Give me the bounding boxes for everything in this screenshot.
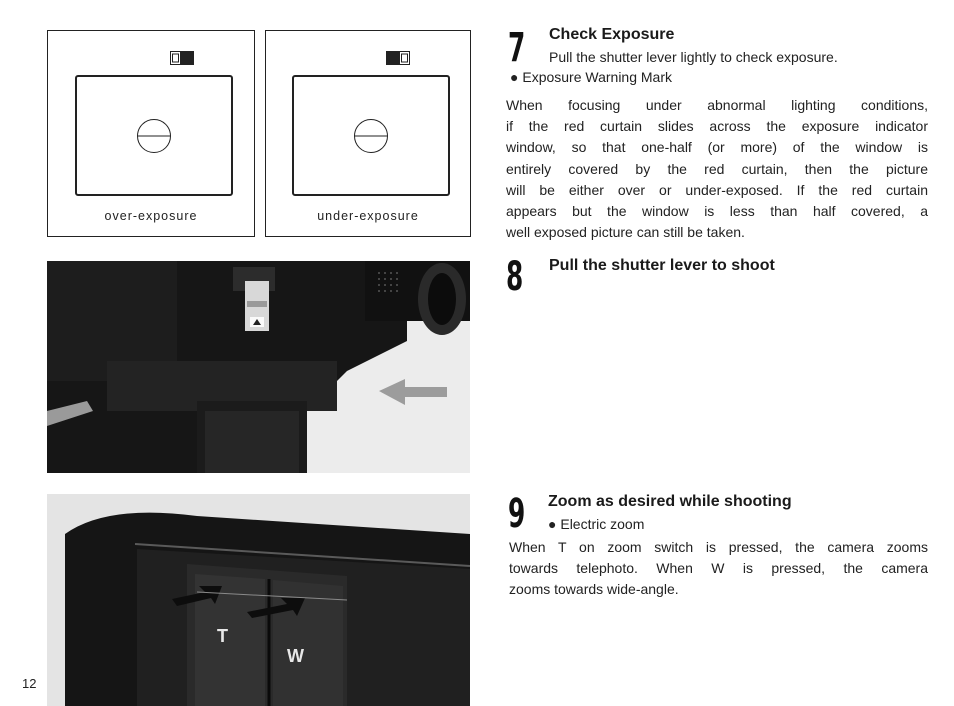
body-line: When T on zoom switch is pressed, the ca… [509,539,928,555]
step-body: When T on zoom switch is pressed, the ca… [509,537,928,601]
body-line: entirely covered by the red curtain, the… [506,160,928,177]
bullet-text: Electric zoom [560,516,645,532]
zoom-switch-w-label: W [287,646,304,666]
bullet-icon: ● [548,516,561,532]
exposure-warning-mark-icon [386,51,410,65]
step-number: 8 [506,254,524,300]
body-line: if the red curtain slides across the exp… [506,118,928,135]
step-heading: Pull the shutter lever to shoot [549,257,775,274]
step-heading: Check Exposure [549,26,675,43]
step-bullet: ● Electric zoom [548,516,644,532]
body-line: appears but the window is less than half… [506,203,928,220]
bullet-text: Exposure Warning Mark [522,69,673,85]
under-exposure-caption: under-exposure [317,209,419,223]
camera-shutter-lever-photo [47,261,470,473]
bullet-icon: ● [510,69,523,85]
exposure-warning-mark-icon [170,51,194,65]
step-number: 7 [508,25,526,71]
under-exposure-diagram: under-exposure [265,30,471,237]
body-line: towards telephoto. When W is pressed, th… [509,560,928,577]
camera-zoom-switch-photo: T W [47,494,470,706]
body-line: window, so that one-half (or more) of th… [506,139,928,156]
body-line: When focusing under abnormal lighting co… [506,97,928,113]
exposure-indicator-icon [137,119,171,153]
step-body: When focusing under abnormal lighting co… [506,95,928,243]
exposure-indicator-icon [354,119,388,153]
step-heading: Zoom as desired while shooting [548,493,792,510]
step-subline: Pull the shutter lever lightly to check … [549,49,838,65]
body-line: will be either over or under-exposed. If… [506,181,928,198]
viewfinder-frame [75,75,233,196]
viewfinder-frame [292,75,450,196]
over-exposure-caption: over-exposure [104,209,198,223]
step-number: 9 [508,491,526,537]
body-line: zooms towards wide-angle. [509,581,679,598]
body-line: well exposed picture can still be taken. [506,224,745,241]
zoom-switch-t-label: T [217,626,228,646]
page-number: 12 [22,676,37,691]
step-bullet: ● Exposure Warning Mark [510,69,672,85]
over-exposure-diagram: over-exposure [47,30,255,237]
